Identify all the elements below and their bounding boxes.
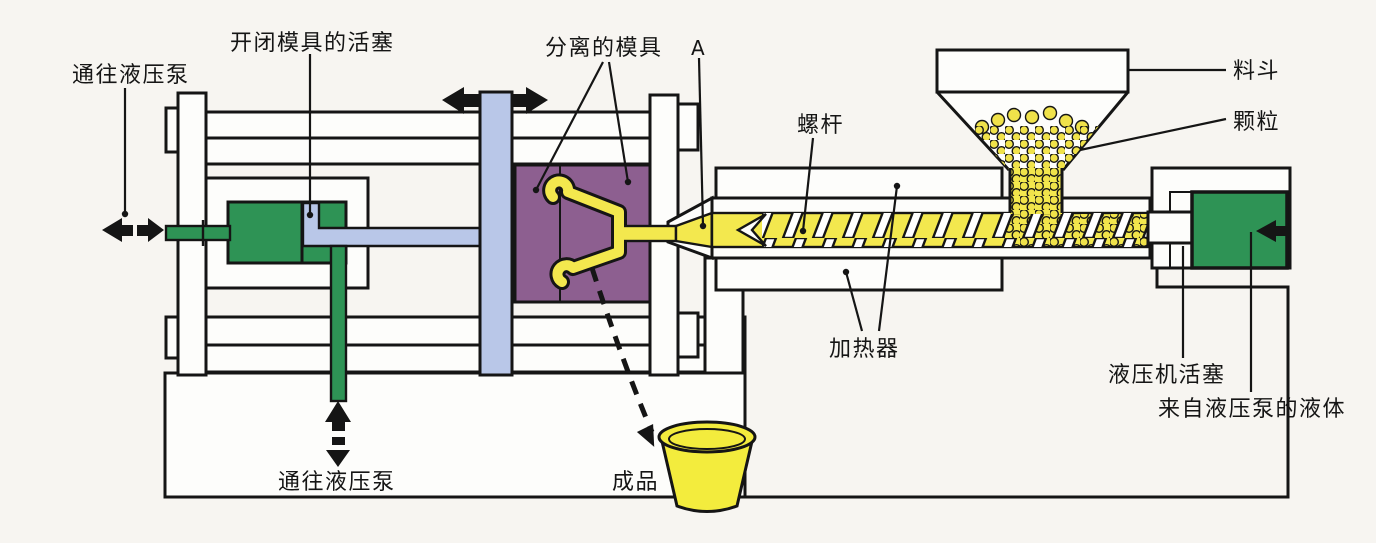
molded-part (545, 176, 624, 287)
hopper-body (935, 48, 1130, 94)
product-bucket (657, 420, 757, 513)
heater-band-top (714, 166, 1004, 200)
tie-bar-upper (204, 136, 652, 166)
label-section-a: A (691, 36, 705, 60)
label-to-pump-top: 通往液压泵 (72, 63, 190, 88)
fixed-platen-tab-top (676, 102, 700, 152)
screw-tip (735, 212, 767, 248)
hydraulic-pipe-down (329, 244, 348, 403)
injection-unit (710, 166, 1152, 292)
product-drop-arrow-icon (589, 267, 655, 447)
label-screw: 螺杆 (797, 113, 844, 138)
tie-bar-top (204, 110, 652, 140)
platen-motion-arrow-icon (442, 87, 548, 114)
machine-frame (163, 91, 747, 499)
feed-throat-pellets (1010, 168, 1062, 214)
label-injection-piston: 液压机活塞 (1108, 363, 1226, 388)
fixed-platen-tab-bottom (676, 311, 700, 359)
label-hopper: 料斗 (1233, 59, 1280, 84)
label-pellets: 颗粒 (1233, 110, 1280, 135)
pellet-heap (969, 105, 1099, 170)
heater-band-bottom (714, 256, 1004, 292)
hopper-funnel-left-wall (935, 90, 1011, 172)
leader-mold-left (535, 61, 604, 191)
label-finished-product: 成品 (612, 470, 659, 495)
bucket-body (659, 435, 755, 513)
screw-shaft (1146, 210, 1196, 245)
leader-section-a (697, 57, 705, 227)
hydraulic-return-pipe-line (743, 268, 1290, 499)
label-separated-mold: 分离的模具 (545, 36, 663, 61)
leader-heater-top (877, 185, 899, 332)
leader-screw (801, 137, 815, 232)
hopper-assembly (935, 48, 1130, 214)
clamp-rod-left (164, 224, 232, 242)
label-clamp-piston: 开闭模具的活塞 (230, 31, 395, 56)
leader-mold-right (607, 61, 630, 183)
motion-arrows (102, 87, 655, 467)
mold-assembly (513, 163, 714, 304)
fluid-push-arrow-icon (1256, 220, 1291, 242)
hopper-funnel-right-wall (1061, 91, 1130, 171)
label-fluid-from-pump: 来自液压泵的液体 (1158, 397, 1346, 422)
sprue-channel (614, 224, 678, 243)
screw-flights (762, 213, 1148, 247)
bucket-rim-inner (668, 428, 746, 450)
injection-hydraulic-cylinder (743, 166, 1292, 499)
clamp-rod-motion-arrow-icon (102, 218, 164, 242)
pump-pipe-motion-arrow-icon (325, 401, 351, 467)
clamp-cylinder (164, 176, 484, 403)
label-heater: 加热器 (829, 337, 900, 362)
leader-pellets (1079, 117, 1227, 152)
moving-platen (478, 90, 514, 377)
label-to-pump-bottom: 通往液压泵 (278, 470, 396, 495)
leader-lines (121, 54, 1253, 392)
leader-heater-bottom (844, 271, 864, 332)
labels: 通往液压泵 开闭模具的活塞 分离的模具 A 螺杆 料斗 颗粒 加热器 液压机活塞… (72, 31, 1346, 495)
